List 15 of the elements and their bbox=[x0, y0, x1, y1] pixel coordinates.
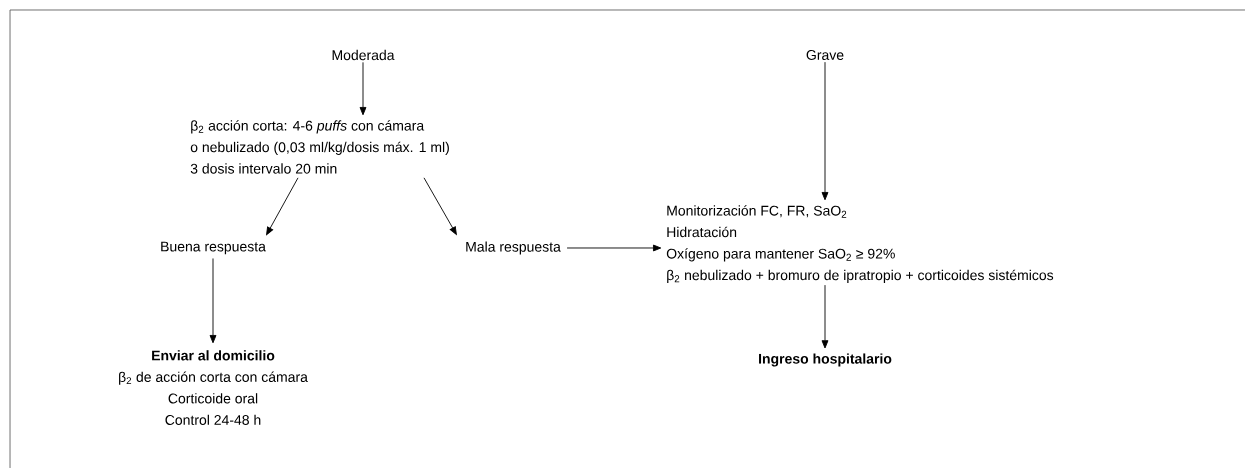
arrow bbox=[423, 177, 457, 235]
step-label: Grave bbox=[806, 50, 844, 60]
step-label: Moderada bbox=[332, 49, 395, 61]
arrow bbox=[566, 244, 662, 252]
arrow bbox=[821, 61, 829, 201]
treatment-text: β$_{2}$ acción corta: 4-6 puffs con cámara o nebulizado (0,03 ml/kg/dosis máx. 1 ml) 3 dosis intervalo 20 min bbox=[190, 120, 449, 174]
arrow bbox=[209, 258, 217, 344]
outcome-text: Enviar al domicilio β$_{2}$ de acción corta con cámara Corticoide oral Control 24-48 h bbox=[119, 350, 308, 425]
treatment-text: Monitorización FC, FR, SaO$_{2}$ Hidratación Oxígeno para mantener SaO$_{2}$ ≥ 92% β$_{2}$ nebulizado + bromuro de ipratropio + corticoides sistémicos bbox=[666, 205, 1054, 283]
arrow bbox=[821, 284, 829, 349]
outcome-text: Ingreso hospitalario bbox=[759, 353, 892, 367]
arrow bbox=[266, 177, 299, 236]
step-label: Buena respuesta bbox=[161, 241, 266, 255]
step-label: Mala respuesta bbox=[466, 241, 561, 255]
arrow bbox=[359, 61, 367, 116]
